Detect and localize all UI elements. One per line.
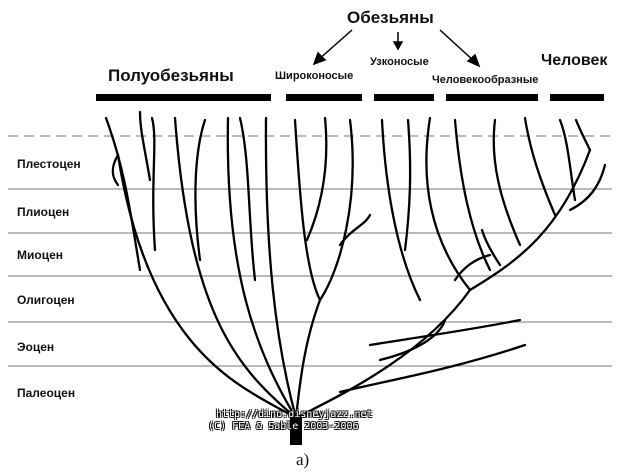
- platyrrhines-label: Широконосые: [275, 70, 353, 82]
- epoch-label-paleocene: Палеоцен: [17, 386, 75, 400]
- human-label: Человек: [541, 52, 607, 70]
- catarrhines-label: Узконосые: [370, 56, 429, 68]
- epoch-label-oligocene: Олигоцен: [17, 293, 75, 307]
- hominoids-label: Человекообразные: [432, 74, 538, 86]
- arrow-line-right: [440, 30, 475, 62]
- catarrhines-bar: [374, 94, 434, 101]
- watermark-copyright: (C) FEA & Sable 2003-2006: [208, 421, 359, 432]
- prosimians-label: Полуобезьяны: [108, 66, 234, 86]
- human-bar: [550, 94, 604, 101]
- epoch-label-pliocene: Плиоцен: [17, 205, 69, 219]
- hominoids-bar: [446, 94, 538, 101]
- arrow-head-middle: [394, 42, 402, 49]
- figure-caption: a): [296, 450, 309, 470]
- tree-branches: [106, 112, 605, 418]
- epoch-label-eocene: Эоцен: [17, 340, 54, 354]
- arrow-line-left: [318, 30, 352, 60]
- watermark-url: http://dino.disneyjazz.net: [216, 409, 373, 420]
- prosimians-bar: [96, 94, 271, 101]
- epoch-label-miocene: Миоцен: [17, 248, 63, 262]
- monkeys-label: Обезьяны: [347, 8, 434, 28]
- platyrrhines-bar: [286, 94, 362, 101]
- epoch-label-pleistocene: Плестоцен: [17, 157, 81, 171]
